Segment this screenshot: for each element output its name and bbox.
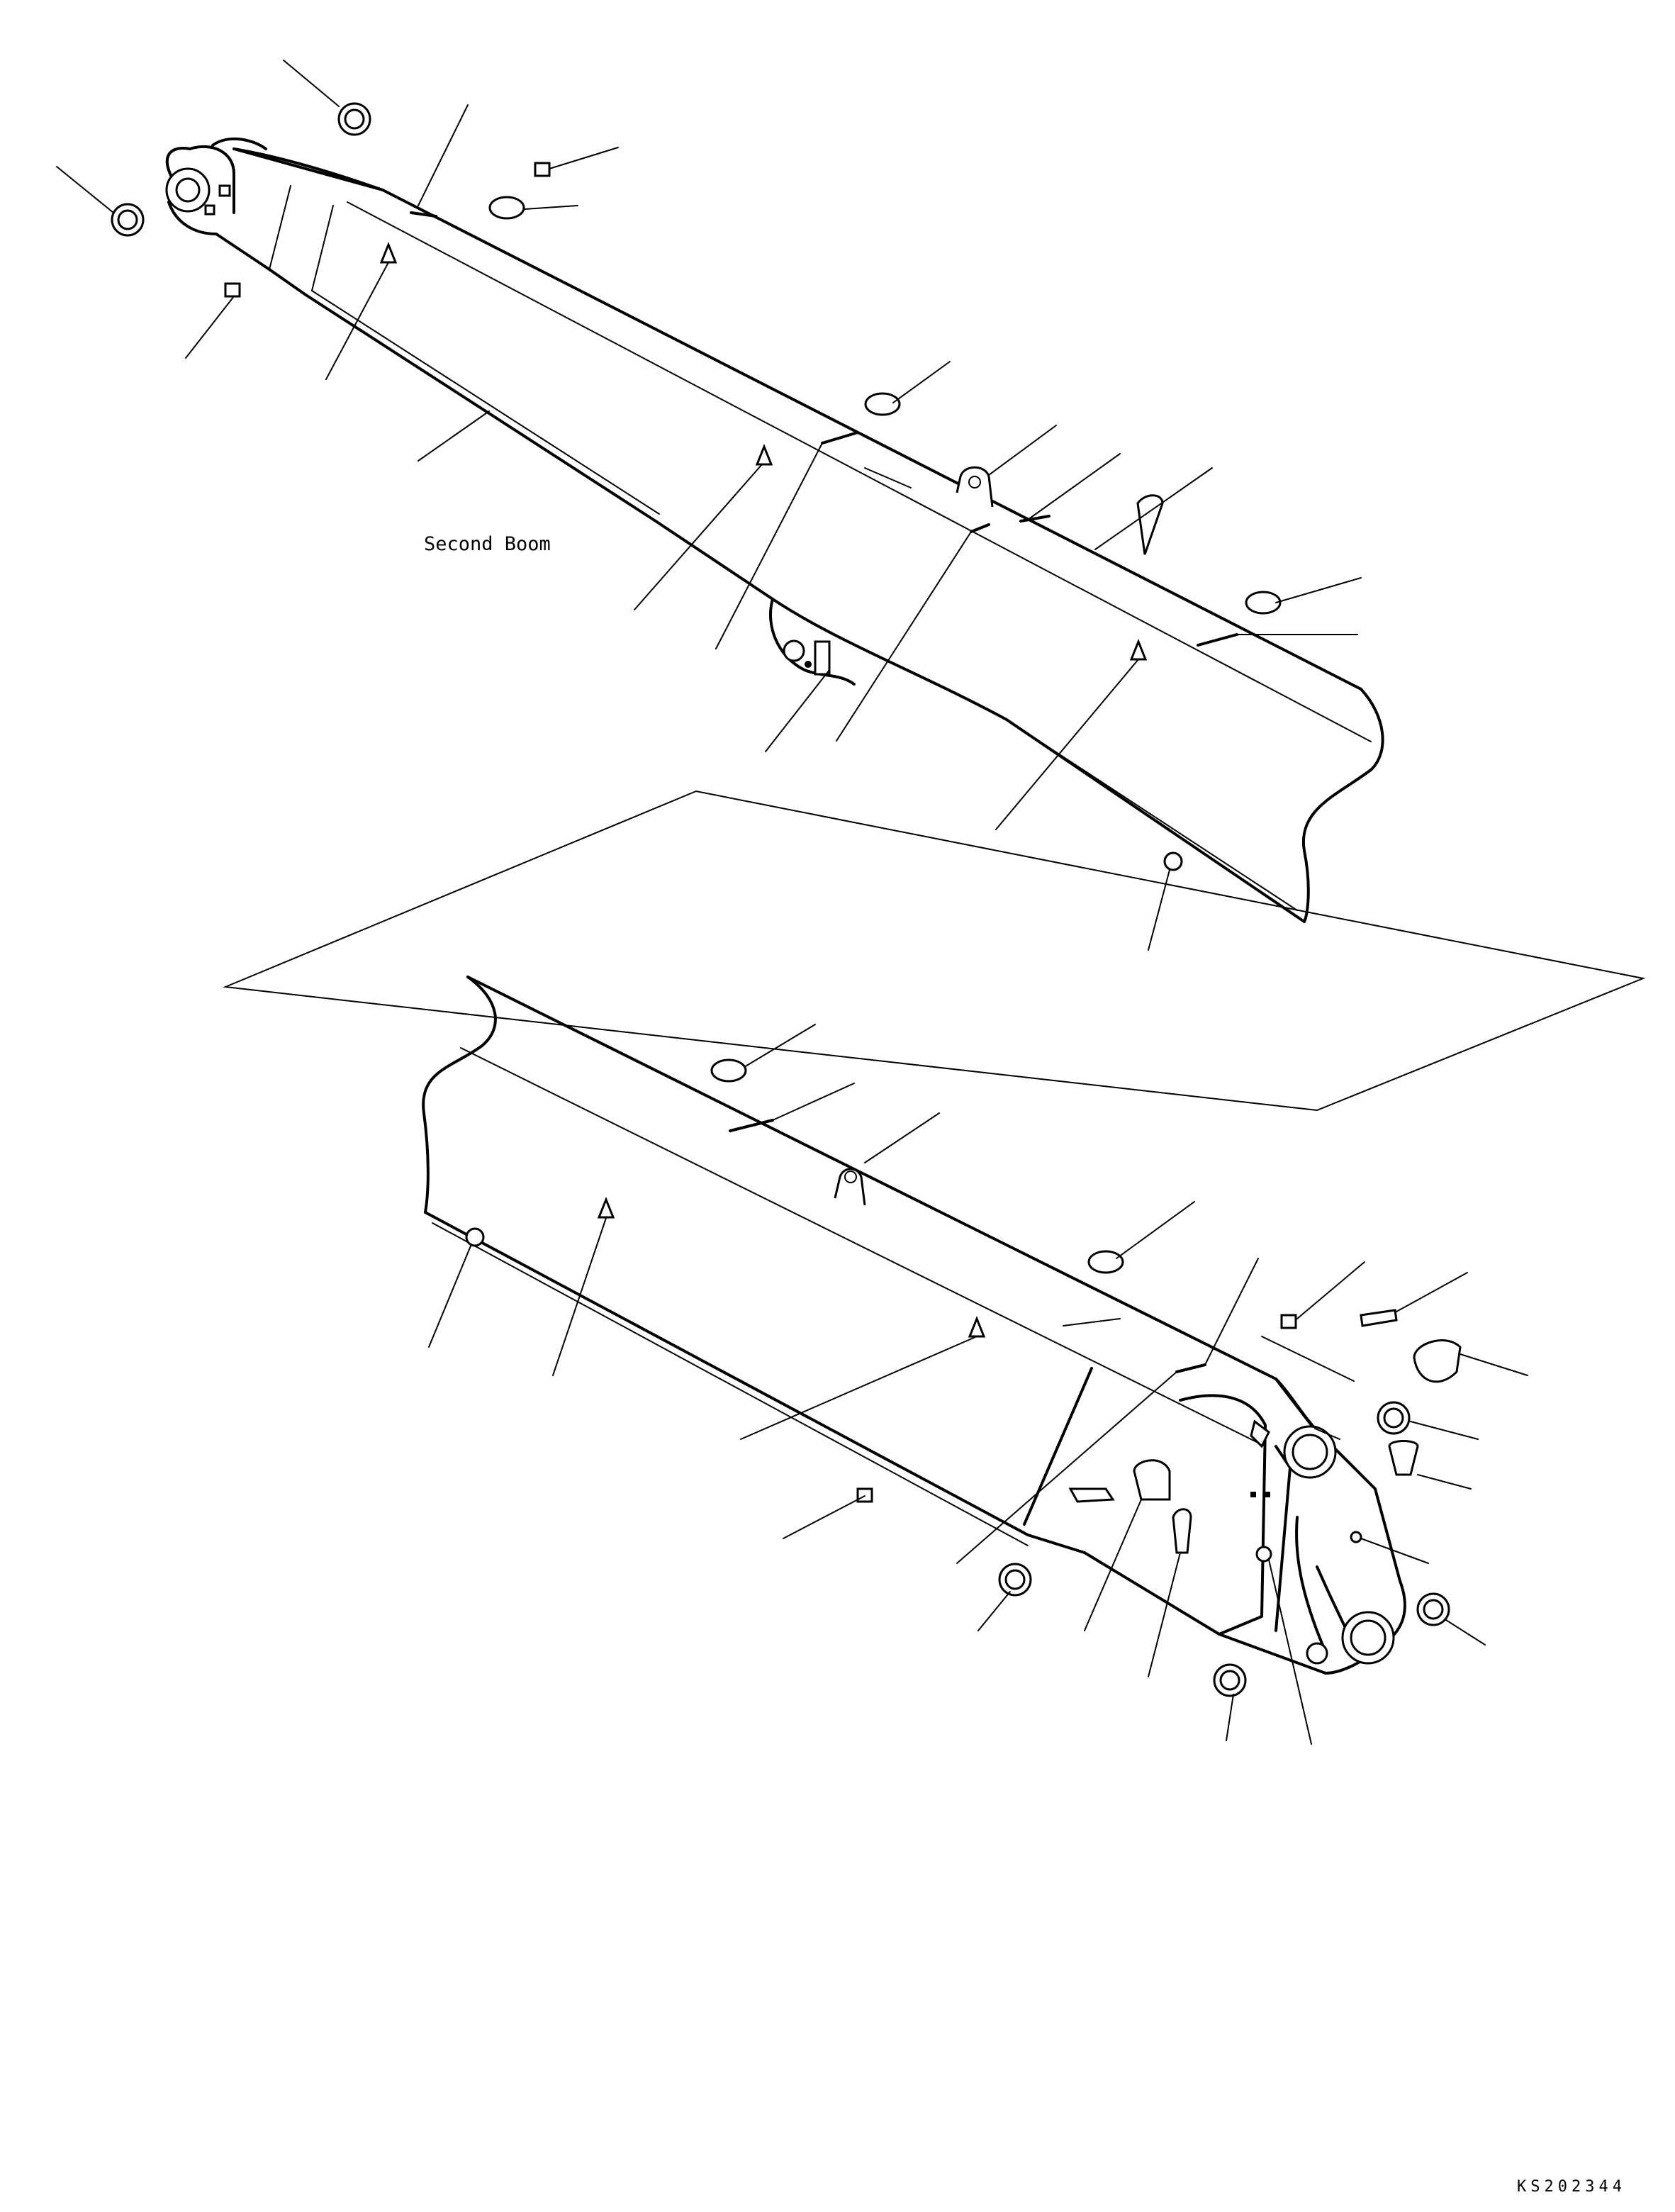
drawing-code: KS202344: [1517, 2178, 1626, 2196]
diagram-title: Second Boom: [424, 533, 551, 555]
boom-upper-section: [56, 60, 1384, 951]
section-plane: [223, 790, 1646, 1112]
boom-lower-section: [422, 976, 1528, 1745]
